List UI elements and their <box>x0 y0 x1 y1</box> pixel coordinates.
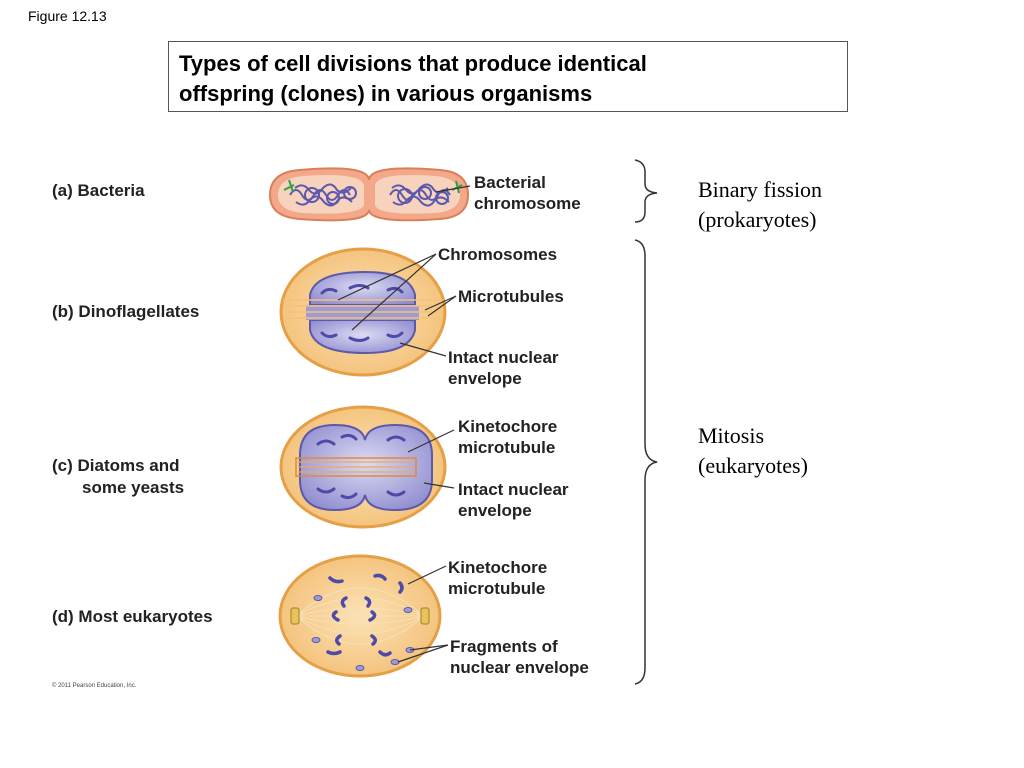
group-label-line: Binary fission <box>698 177 823 202</box>
figure-title: Types of cell divisions that produce ide… <box>168 41 848 112</box>
brace-binary-fission <box>634 159 658 223</box>
row-label-diatoms-line-2: some yeasts <box>82 478 185 497</box>
callout-bacterial-chromosome: Bacterial chromosome <box>474 172 581 214</box>
group-label-binary-fission: Binary fission (prokaryotes) <box>698 175 822 235</box>
row-label-dinoflagellates: (b) Dinoflagellates <box>52 302 200 321</box>
row-label-diatoms-line-1: (c) Diatoms and <box>52 456 180 475</box>
callout-line: Kinetochore <box>458 417 558 436</box>
callout-line: Fragments of <box>450 637 558 656</box>
row-label-diatoms: (c) Diatoms and some yeasts <box>52 455 184 499</box>
callout-kinetochore-d: Kinetochore microtubule <box>448 557 547 599</box>
callout-line: nuclear envelope <box>450 658 589 677</box>
callout-line: microtubule <box>458 438 556 457</box>
callout-line: envelope <box>458 501 532 520</box>
callout-line: microtubule <box>448 579 546 598</box>
group-label-line: Mitosis <box>698 423 765 448</box>
title-line-1: Types of cell divisions that produce ide… <box>179 51 647 76</box>
title-line-2: offspring (clones) in various organisms <box>179 81 593 106</box>
row-label-bacteria: (a) Bacteria <box>52 181 145 200</box>
callout-chromosomes: Chromosomes <box>438 245 558 264</box>
callout-line: Kinetochore <box>448 558 548 577</box>
group-label-mitosis: Mitosis (eukaryotes) <box>698 421 808 481</box>
diatom-cell <box>279 405 447 529</box>
brace-mitosis <box>634 239 658 685</box>
row-label-eukaryotes: (d) Most eukaryotes <box>52 607 213 626</box>
bacteria-cell <box>268 167 470 222</box>
callout-microtubules: Microtubules <box>458 287 564 306</box>
callout-kinetochore-c: Kinetochore microtubule <box>458 416 557 458</box>
callout-fragments: Fragments of nuclear envelope <box>450 636 589 678</box>
figure-label: Figure 12.13 <box>28 8 107 24</box>
callout-line: Intact nuclear <box>448 348 559 367</box>
group-label-line: (eukaryotes) <box>698 453 808 478</box>
group-label-line: (prokaryotes) <box>698 207 817 232</box>
callout-line: Intact nuclear <box>458 480 569 499</box>
callout-line: Bacterial <box>474 173 546 192</box>
leader-lines <box>337 185 471 663</box>
dinoflagellate-cell <box>279 247 447 377</box>
eukaryote-cell <box>278 554 442 678</box>
callout-line: envelope <box>448 369 522 388</box>
callout-line: chromosome <box>474 194 581 213</box>
callout-intact-envelope-b: Intact nuclear envelope <box>448 347 559 389</box>
copyright-notice: © 2011 Pearson Education, Inc. <box>52 683 137 689</box>
callout-intact-envelope-c: Intact nuclear envelope <box>458 479 569 521</box>
